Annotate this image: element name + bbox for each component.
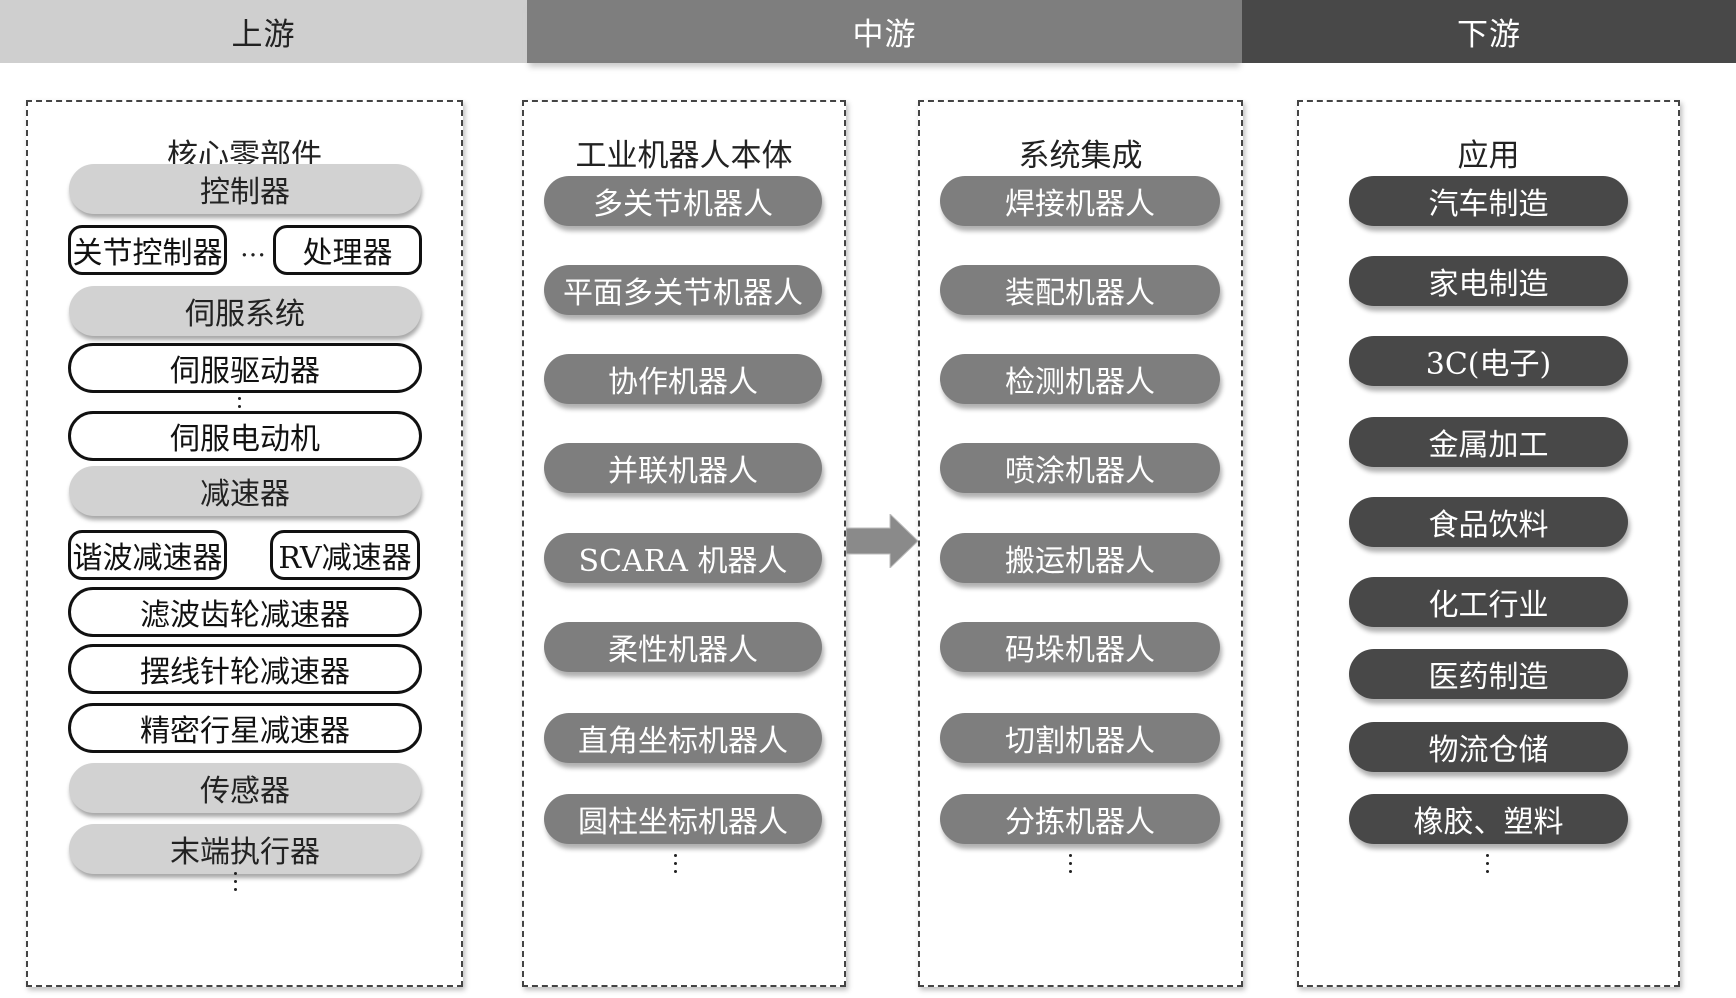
application-item: 橡胶、塑料 (1349, 794, 1628, 844)
application-item: 食品饮料 (1349, 497, 1628, 547)
body-item: 多关节机器人 (544, 176, 822, 226)
end-effector-node: 末端执行器 (69, 824, 421, 874)
integration-item: 喷涂机器人 (940, 443, 1220, 493)
body-item: 圆柱坐标机器人 (544, 794, 822, 844)
body-item: 平面多关节机器人 (544, 265, 822, 315)
vertical-ellipsis-mark (1485, 854, 1489, 878)
servo-driver-node: 伺服驱动器 (68, 343, 422, 393)
downstream-header: 下游 (1242, 0, 1736, 63)
applications-panel: 应用 汽车制造 家电制造 3C(电子) 金属加工 食品饮料 化工行业 医药制造 … (1297, 100, 1680, 987)
cycloid-reducer-node: 摆线针轮减速器 (68, 644, 422, 694)
body-item: 直角坐标机器人 (544, 713, 822, 763)
robot-body-title: 工业机器人本体 (575, 138, 793, 174)
midstream-header: 中游 (527, 0, 1242, 63)
vertical-ellipsis-mark (233, 872, 237, 896)
system-integration-panel: 系统集成 焊接机器人 装配机器人 检测机器人 喷涂机器人 搬运机器人 码垛机器人… (918, 100, 1243, 987)
joint-controller-node: 关节控制器 (68, 225, 227, 275)
body-item: 协作机器人 (544, 354, 822, 404)
application-item: 医药制造 (1349, 649, 1628, 699)
applications-title: 应用 (1457, 138, 1520, 174)
integration-item: 分拣机器人 (940, 794, 1220, 844)
upstream-header: 上游 (0, 0, 527, 63)
ellipsis-mark: … (240, 233, 266, 263)
servo-system-node: 伺服系统 (69, 286, 421, 336)
integration-item: 装配机器人 (940, 265, 1220, 315)
rv-reducer-node: RV减速器 (270, 530, 420, 580)
integration-item: 焊接机器人 (940, 176, 1220, 226)
application-item: 物流仓储 (1349, 722, 1628, 772)
controller-node: 控制器 (69, 164, 421, 214)
harmonic-reducer-node: 谐波减速器 (68, 530, 227, 580)
application-item: 金属加工 (1349, 417, 1628, 467)
integration-item: 切割机器人 (940, 713, 1220, 763)
application-item: 3C(电子) (1349, 336, 1628, 386)
core-components-panel: 核心零部件 控制器 关节控制器 … 处理器 伺服系统 伺服驱动器 伺服电动机 减… (26, 100, 463, 987)
body-item: 并联机器人 (544, 443, 822, 493)
reducer-node: 减速器 (69, 466, 421, 516)
integration-item: 检测机器人 (940, 354, 1220, 404)
body-item: SCARA 机器人 (544, 533, 822, 583)
vertical-ellipsis-mark (673, 854, 677, 878)
right-arrow-icon (846, 514, 918, 568)
filter-gear-reducer-node: 滤波齿轮减速器 (68, 587, 422, 637)
processor-node: 处理器 (273, 225, 422, 275)
servo-motor-node: 伺服电动机 (68, 411, 422, 461)
planetary-reducer-node: 精密行星减速器 (68, 703, 422, 753)
vertical-ellipsis-mark (1068, 854, 1072, 878)
application-item: 化工行业 (1349, 577, 1628, 627)
integration-item: 码垛机器人 (940, 622, 1220, 672)
body-item: 柔性机器人 (544, 622, 822, 672)
integration-item: 搬运机器人 (940, 533, 1220, 583)
application-item: 汽车制造 (1349, 176, 1628, 226)
application-item: 家电制造 (1349, 256, 1628, 306)
system-integration-title: 系统集成 (1018, 138, 1143, 174)
sensor-node: 传感器 (69, 763, 421, 813)
robot-body-panel: 工业机器人本体 多关节机器人 平面多关节机器人 协作机器人 并联机器人 SCAR… (522, 100, 846, 987)
